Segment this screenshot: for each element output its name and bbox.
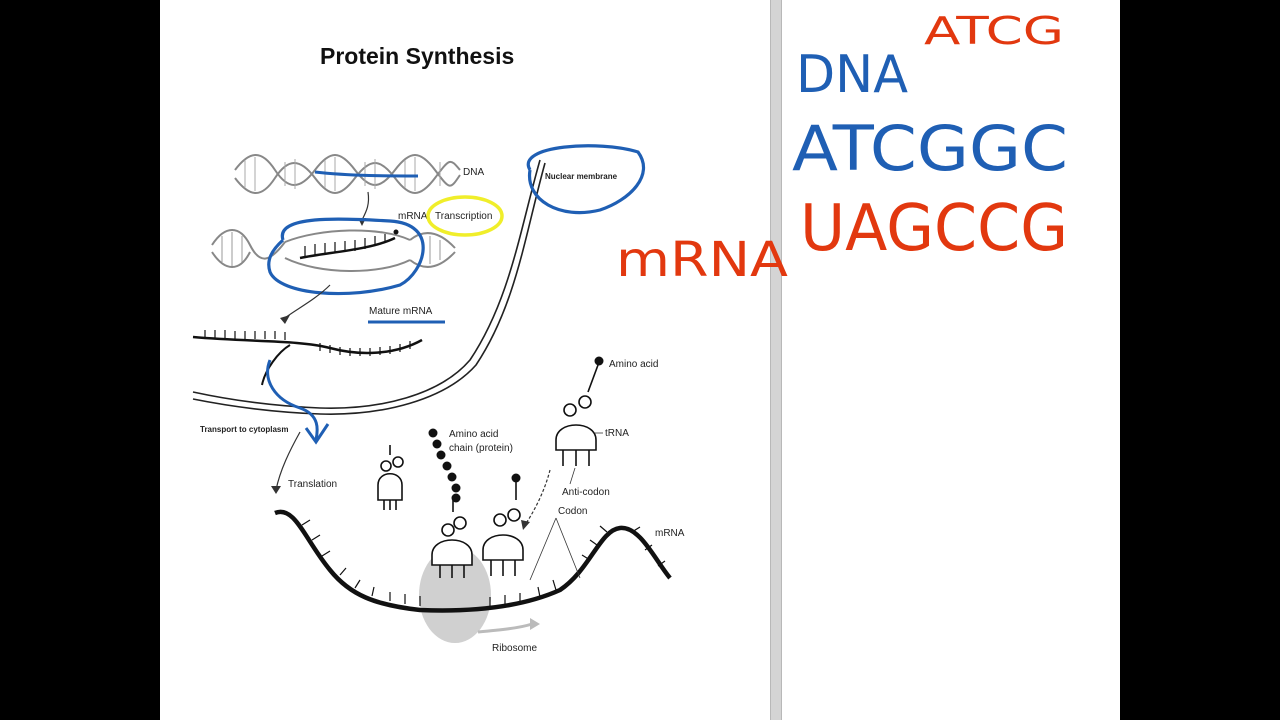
trna-in-ribosome-right	[482, 480, 524, 576]
amino-acid-chain-label-2: chain (protein)	[449, 443, 513, 454]
dna-label: DNA	[463, 167, 484, 178]
ink-circle-transcription	[426, 195, 504, 237]
mrna-translation-strand	[274, 509, 672, 613]
ink-arrow-transport	[266, 359, 319, 441]
codon-label: Codon	[558, 506, 587, 517]
hw-mrna-sequence: UAGCCG	[800, 192, 1068, 266]
transport-label: Transport to cytoplasm	[200, 425, 288, 434]
translation-label: Translation	[288, 479, 337, 490]
mature-mrna-label: Mature mRNA	[369, 306, 433, 317]
mature-mrna-strand	[192, 330, 423, 386]
ink-circle-nuclear-membrane	[526, 144, 646, 215]
slide	[160, 0, 1120, 720]
ribosome-label: Ribosome	[492, 643, 537, 654]
hw-dna-word: DNA	[796, 45, 908, 105]
hw-dna-sequence: ATCGGC	[792, 112, 1068, 185]
nuclear-membrane-label: Nuclear membrane	[545, 172, 618, 181]
transcription-label: Transcription	[435, 211, 492, 222]
mrna-strand-nucleus	[299, 234, 396, 260]
ribosome	[419, 547, 491, 643]
trna-free-left	[377, 445, 404, 510]
ink-underline-dna	[314, 170, 419, 178]
arrow-dna-to-mrna	[361, 191, 370, 221]
page-divider	[770, 0, 782, 720]
trna-incoming	[555, 364, 599, 466]
amino-acid-dot-attached	[511, 473, 521, 483]
arrow-to-translation	[275, 431, 301, 491]
amino-acid-label: Amino acid	[609, 359, 658, 370]
amino-acid-chain-label-1: Amino acid	[449, 429, 498, 440]
trna-in-ribosome-left	[431, 500, 473, 578]
hw-bases-top: ATCG	[924, 9, 1064, 53]
arrow-trna-to-ribosome	[524, 469, 551, 526]
anticodon-label: Anti-codon	[562, 487, 610, 498]
ink-circle-mrna	[267, 217, 425, 296]
amino-acid-chain	[428, 428, 461, 503]
page-title: Protein Synthesis	[320, 43, 514, 69]
amino-acid-dot-free	[594, 356, 604, 366]
mrna-strand-label: mRNA	[655, 528, 685, 539]
nuclear-membrane	[192, 159, 546, 415]
trna-label: tRNA	[605, 428, 629, 439]
hw-mrna-word: mRNA	[616, 232, 788, 288]
mrna-small-label: mRNA	[398, 211, 428, 222]
